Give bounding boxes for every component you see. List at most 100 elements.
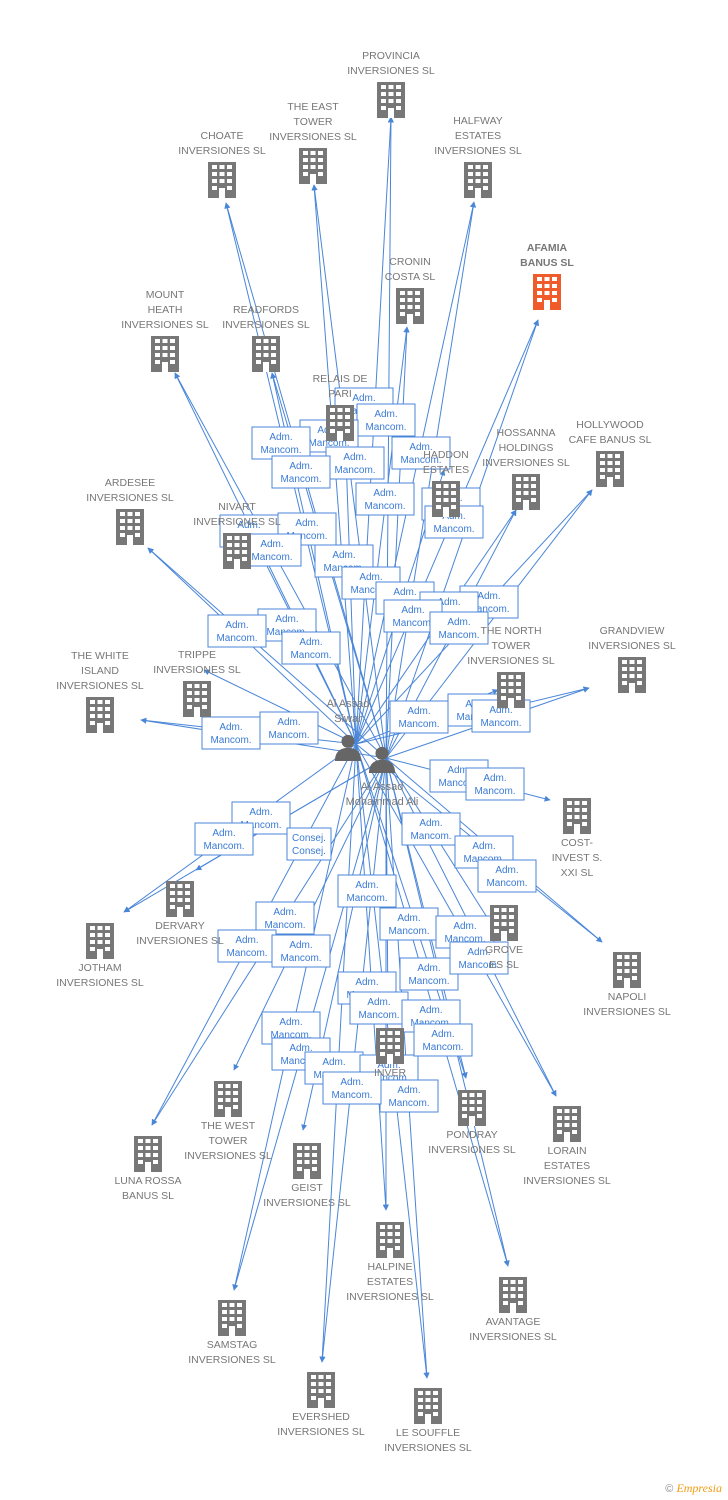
building-icon [618, 657, 646, 693]
role-label-adm-mancom[interactable]: Adm.Mancom. [325, 446, 385, 480]
role-label-adm-mancom[interactable]: Adm.Mancom. [399, 957, 459, 991]
building-icon [116, 509, 144, 545]
role-line: Adm. [279, 1017, 302, 1028]
brand-logo[interactable]: Empresia [676, 1481, 722, 1495]
company-name-line: THE WHITE [71, 650, 129, 662]
company-node[interactable]: SAMSTAG INVERSIONES SL [188, 1300, 276, 1366]
role-label-adm-mancom[interactable]: Adm.Mancom. [391, 436, 451, 470]
role-label-adm-mancom[interactable]: Adm.Mancom. [207, 614, 267, 648]
role-label-adm-mancom[interactable]: Adm.Mancom. [429, 611, 489, 645]
role-label-adm-mancom[interactable]: Adm.Mancom. [271, 455, 331, 489]
company-name-line: AFAMIA [527, 242, 568, 254]
role-label-adm-mancom[interactable]: Adm.Mancom. [477, 859, 537, 893]
role-line: Adm. [407, 706, 430, 717]
role-label-adm-mancom[interactable]: Adm.Mancom. [337, 874, 397, 908]
building-icon [464, 162, 492, 198]
role-line: Adm. [417, 963, 440, 974]
role-line: Adm. [393, 587, 416, 598]
company-name-line: INVERSIONES SL [523, 1175, 611, 1187]
role-line: Mancom. [474, 786, 515, 797]
company-name-line: INVERSIONES SL [121, 319, 209, 331]
company-name-line: SAMSTAG [207, 1339, 258, 1351]
building-icon [252, 336, 280, 372]
role-line: Adm. [340, 1077, 363, 1088]
company-name-line: INVERSIONES SL [188, 1354, 276, 1366]
role-label-consej[interactable]: Consej.Consej. [286, 827, 332, 861]
role-line: Adm. [332, 550, 355, 561]
role-line: Mancom. [486, 878, 527, 889]
role-label-adm-mancom[interactable]: Adm.Mancom. [251, 426, 311, 460]
company-name-line: GRANDVIEW [600, 625, 665, 637]
role-label-adm-mancom[interactable]: Adm. Mancom. [465, 767, 525, 801]
role-label-adm-mancom[interactable]: Adm.Mancom. [322, 1071, 382, 1105]
role-box [281, 631, 341, 665]
role-line: Mancom. [346, 893, 387, 904]
edge-p2-c13 [147, 547, 387, 759]
role-line: Mancom. [290, 650, 331, 661]
role-label-adm-mancom[interactable]: Adm.Mancom. [413, 1023, 473, 1057]
role-label-adm-mancom[interactable]: Adm.Mancom. [201, 716, 261, 750]
role-label-adm-mancom[interactable]: Adm.Mancom. [379, 907, 439, 941]
building-icon [208, 162, 236, 198]
company-name-line: CHOATE [201, 130, 244, 142]
role-label-adm-mancom[interactable]: Adm.Mancom. [194, 822, 254, 856]
role-label-adm-mancom[interactable]: Adm.Mancom. [349, 991, 409, 1025]
copyright-symbol: © [665, 1483, 674, 1495]
company-node[interactable]: COST-INVEST S.XXI SL [552, 798, 603, 879]
role-label-adm-mancom[interactable]: Adm.Mancom. [255, 901, 315, 935]
role-label-adm-mancom[interactable]: Adm.Mancom. [271, 934, 331, 968]
role-label-adm-mancom[interactable]: Adm.Mancom. [356, 403, 416, 437]
role-label-adm-mancom[interactable]: Adm.Mancom. [242, 533, 302, 567]
building-icon [151, 336, 179, 372]
role-label-adm-mancom[interactable]: Adm.Mancom. [281, 631, 341, 665]
role-line: Mancom. [226, 948, 267, 959]
role-line: Adm. [483, 773, 506, 784]
company-node[interactable]: INVER [374, 1028, 407, 1079]
role-label-adm-mancom[interactable]: Adm.Mancom. [379, 1079, 439, 1113]
role-label-adm-mancom[interactable]: Adm.Mancom. [355, 482, 415, 516]
company-name-line: RELAIS DE [313, 373, 368, 385]
role-box [251, 426, 311, 460]
role-label-adm-mancom[interactable]: Adm.Mancom. [389, 700, 449, 734]
role-line: Adm. [295, 518, 318, 529]
role-label-adm-mancom[interactable]: Adm.Mancom. [217, 929, 277, 963]
role-label-adm-mancom[interactable]: Adm.Mancom. [449, 941, 509, 975]
role-label-adm-mancom[interactable]: Adm.Mancom. [401, 812, 461, 846]
role-label-adm-mancom[interactable]: Adm.Mancom. [259, 711, 319, 745]
role-line: Mancom. [334, 465, 375, 476]
role-line: Mancom. [438, 630, 479, 641]
